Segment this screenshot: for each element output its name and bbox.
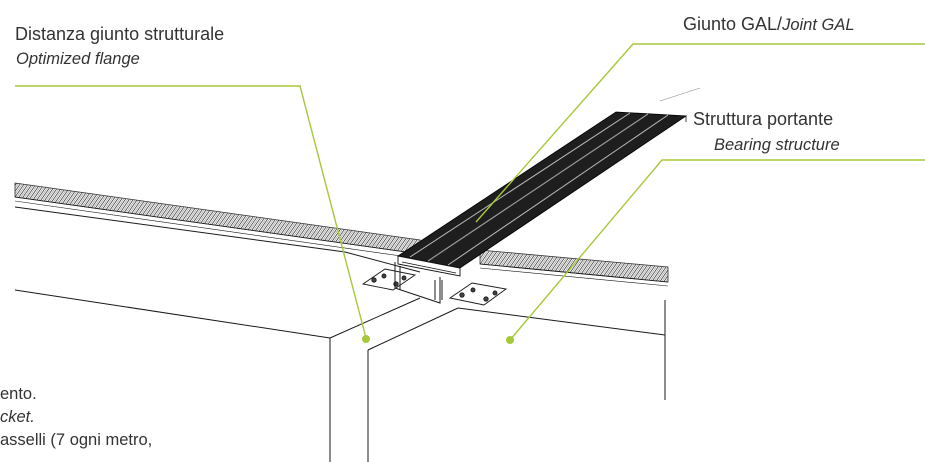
leader-giunto — [475, 43, 925, 223]
leader-dots — [362, 335, 514, 344]
note-line-1: ento. — [0, 385, 37, 403]
leader-dot-distanza — [362, 335, 370, 343]
leader-distanza — [15, 85, 367, 339]
label-distanza: Distanza giunto strutturale — [15, 24, 224, 45]
leader-lines — [15, 43, 925, 341]
label-distanza-it: Distanza giunto strutturale — [15, 24, 225, 44]
leader-dot-struttura — [506, 336, 514, 344]
left-edge-seal — [14, 182, 421, 259]
label-giunto-en: Joint GAL — [782, 16, 855, 34]
joint-gal-profile — [396, 87, 701, 277]
label-giunto-it: Giunto GAL/ — [683, 14, 783, 34]
label-struttura-it: Struttura portante — [693, 109, 834, 129]
label-distanza-en: Optimized flange — [16, 50, 140, 68]
label-giunto: Giunto GAL/Joint GAL — [683, 14, 855, 36]
leader-struttura — [509, 159, 925, 341]
note-line-2: cket. — [0, 408, 35, 426]
joint-channel — [394, 262, 441, 304]
note-line-3: asselli (7 ogni metro, — [0, 431, 153, 449]
right-edge-seal — [479, 249, 669, 287]
right-bracket — [448, 282, 508, 306]
label-struttura-en: Bearing structure — [714, 136, 840, 154]
left-bracket — [361, 268, 417, 291]
right-slab — [367, 280, 666, 462]
